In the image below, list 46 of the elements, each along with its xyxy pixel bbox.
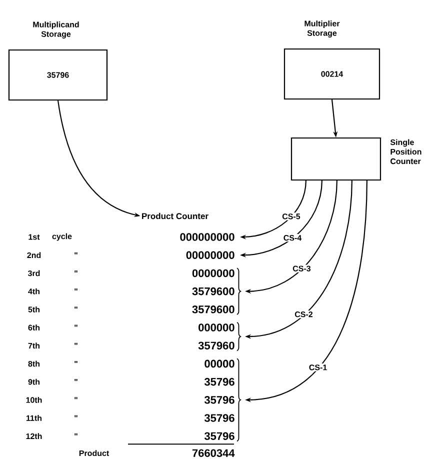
node-label: 35796 bbox=[204, 432, 234, 440]
digit-rows: 000000 357960 bbox=[198, 324, 234, 350]
edge-label: CS-4 bbox=[282, 234, 303, 242]
edge-label: CS-3 bbox=[292, 264, 312, 272]
cycle-label: 10th bbox=[26, 396, 42, 403]
product-label: Product bbox=[79, 450, 110, 456]
edge-label: CS-1 bbox=[308, 364, 328, 372]
cycle-label: 3rd bbox=[28, 270, 40, 276]
box-heading: Single Position Counter bbox=[390, 139, 422, 164]
edge-label: CS-5 bbox=[281, 212, 302, 220]
ditto-mark: " bbox=[74, 288, 78, 291]
node-label: 35796 bbox=[204, 414, 234, 422]
ditto-mark: " bbox=[74, 360, 78, 363]
digit-row: 000000000 bbox=[180, 233, 234, 241]
cycle-label: 8th bbox=[28, 360, 40, 367]
cycle-label: 7th bbox=[28, 342, 40, 349]
ditto-mark: " bbox=[74, 342, 78, 345]
digit-row: 00000000 bbox=[186, 251, 234, 259]
ditto-mark: " bbox=[74, 433, 78, 436]
storage-box: 00214 bbox=[284, 48, 380, 100]
counter-title: Product Counter bbox=[142, 212, 208, 220]
edge-label: CS-2 bbox=[294, 310, 314, 318]
node-label: 35796 bbox=[204, 378, 234, 386]
digit-rows: 0000000 3579600 3579600 bbox=[192, 269, 234, 314]
cycle-label: 11th bbox=[26, 415, 42, 421]
digit-rows: 00000 35796 35796 35796 35796 bbox=[204, 360, 234, 440]
cycle-label: 5th bbox=[28, 306, 40, 312]
cycle-label: 9th bbox=[28, 378, 40, 385]
cycle-label: 12th bbox=[26, 433, 42, 440]
cycle-label: 1st bbox=[28, 234, 40, 240]
ditto-mark: " bbox=[74, 306, 78, 309]
cycle-label: 6th bbox=[28, 324, 40, 330]
storage-box: 35796 bbox=[8, 49, 108, 101]
ditto-mark: " bbox=[74, 252, 78, 254]
ditto-mark: " bbox=[74, 397, 78, 400]
ditto-mark: " bbox=[74, 270, 78, 272]
ditto-mark: " bbox=[74, 415, 78, 418]
node-label: 35796 bbox=[204, 396, 234, 404]
ditto-mark: " bbox=[74, 379, 78, 382]
cycle-label: cycle bbox=[52, 233, 72, 241]
cycle-label: 2nd bbox=[27, 252, 41, 258]
node-label: 00000 bbox=[204, 360, 234, 368]
box-heading: Multiplier Storage bbox=[304, 20, 340, 38]
box-heading: Multiplicand Storage bbox=[33, 22, 79, 38]
ditto-mark: " bbox=[74, 324, 78, 327]
cycle-label: 4th bbox=[28, 288, 40, 294]
